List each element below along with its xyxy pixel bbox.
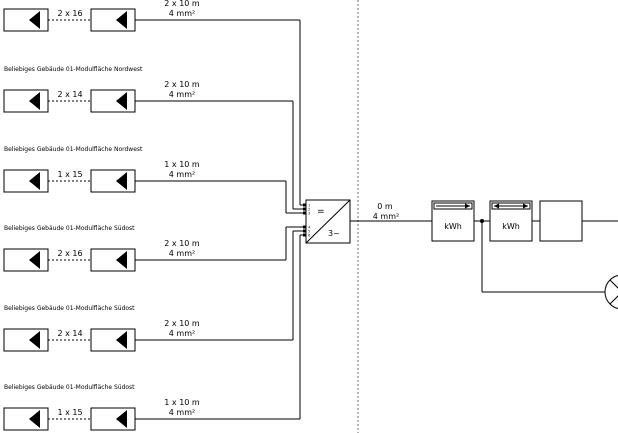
module-start-box: [3, 407, 49, 431]
string-row-5: Beliebiges Gebäude 01-Modulfläche Südost…: [3, 230, 306, 352]
cable-length-text: 2 x 10 m: [164, 319, 200, 328]
cable-length-text: 1 x 10 m: [164, 398, 200, 407]
module-end-arrow: [116, 11, 127, 29]
module-count-text: 2 x 14: [57, 90, 82, 99]
string-label: Beliebiges Gebäude 01-Modulfläche Nordwe…: [4, 146, 143, 153]
meter-2: kWh: [489, 200, 533, 242]
module-start-arrow: [29, 410, 40, 428]
module-end-box: [90, 328, 136, 352]
string-row-4: Beliebiges Gebäude 01-Modulfläche Südost…: [3, 225, 306, 272]
inverter-terminal: [303, 207, 306, 211]
module-start-arrow: [29, 11, 40, 29]
cable-length-text: 2 x 10 m: [164, 80, 200, 89]
module-count-text: 2 x 16: [57, 9, 82, 18]
consumer-lamp-icon: [604, 274, 618, 310]
string-row-2: Beliebiges Gebäude 01-Modulfläche Nordwe…: [3, 66, 306, 210]
string-label: Beliebiges Gebäude 01-Modulfläche Südost: [4, 305, 135, 312]
meter-1-arrow-head: [465, 203, 470, 209]
string-label: Beliebiges Gebäude 01-Modulfläche Südost: [4, 384, 135, 391]
module-end-box: [90, 169, 136, 193]
module-end-arrow: [116, 251, 127, 269]
module-count-text: 1 x 15: [57, 170, 82, 179]
module-count-text: 1 x 15: [57, 408, 82, 417]
inverter-inputs: 123 456: [303, 203, 311, 238]
inverter: = 3~ 123 456: [303, 199, 351, 244]
module-start-box: [3, 328, 49, 352]
cable-section-text: 4 mm²: [169, 329, 195, 338]
inverter-ac-symbol: 3~: [328, 229, 340, 238]
inverter-input-number: 2: [308, 208, 310, 212]
module-start-arrow: [29, 331, 40, 349]
module-start-box: [3, 248, 49, 272]
ac-cable-section: 4 mm²: [373, 212, 399, 221]
inverter-terminal: [303, 225, 306, 229]
module-start-box: [3, 8, 49, 32]
lamp-cross-2: [609, 295, 618, 305]
module-end-arrow: [116, 410, 127, 428]
inverter-input-number: 6: [308, 234, 310, 238]
cable-length-text: 2 x 10 m: [164, 239, 200, 248]
string-label: Beliebiges Gebäude 01-Modulfläche Nordwe…: [4, 66, 143, 73]
cable-section-text: 4 mm²: [169, 9, 195, 18]
lamp-cross-1: [609, 279, 618, 289]
meter-1-label: kWh: [444, 222, 462, 231]
grid-connection-box: [539, 200, 583, 242]
inverter-terminal: [303, 229, 306, 233]
inverter-terminal: [303, 233, 306, 237]
inverter-input-number: 3: [308, 212, 310, 216]
string-label: Beliebiges Gebäude 01-Modulfläche Südost: [4, 225, 135, 232]
ac-cable-length: 0 m: [377, 202, 393, 211]
inverter-input-number: 4: [308, 226, 311, 230]
module-end-box: [90, 8, 136, 32]
module-end-arrow: [116, 92, 127, 110]
inverter-dc-symbol: =: [317, 207, 325, 217]
cable-section-text: 4 mm²: [169, 170, 195, 179]
module-count-text: 2 x 14: [57, 329, 82, 338]
module-start-arrow: [29, 251, 40, 269]
module-end-arrow: [116, 331, 127, 349]
cable-section-text: 4 mm²: [169, 90, 195, 99]
inverter-terminal: [303, 203, 306, 207]
string-row-6: Beliebiges Gebäude 01-Modulfläche Südost…: [3, 234, 306, 431]
meter-1: kWh: [431, 200, 475, 242]
cable-section-text: 4 mm²: [169, 249, 195, 258]
module-start-box: [3, 169, 49, 193]
inverter-diagonal: [305, 199, 351, 244]
module-start-arrow: [29, 92, 40, 110]
cable-length-text: 1 x 10 m: [164, 160, 200, 169]
module-end-box: [90, 248, 136, 272]
module-end-arrow: [116, 172, 127, 190]
cable-section-text: 4 mm²: [169, 408, 195, 417]
meter-2-arrow-head-left: [494, 203, 499, 209]
cable-length-text: 2 x 10 m: [164, 0, 200, 8]
inverter-input-number: 1: [308, 204, 310, 208]
module-end-box: [90, 407, 136, 431]
module-end-box: [90, 89, 136, 113]
string-row-1: 2 x 162 x 10 m4 mm²: [3, 0, 306, 206]
meter-2-label: kWh: [502, 222, 520, 231]
module-start-box: [3, 89, 49, 113]
string-row-3: Beliebiges Gebäude 01-Modulfläche Nordwe…: [3, 146, 306, 214]
module-count-text: 2 x 16: [57, 249, 82, 258]
meter-2-arrow-head-right: [523, 203, 528, 209]
inverter-input-number: 5: [308, 230, 310, 234]
module-start-arrow: [29, 172, 40, 190]
inverter-terminal: [303, 211, 306, 215]
lamp-circle: [604, 274, 618, 310]
